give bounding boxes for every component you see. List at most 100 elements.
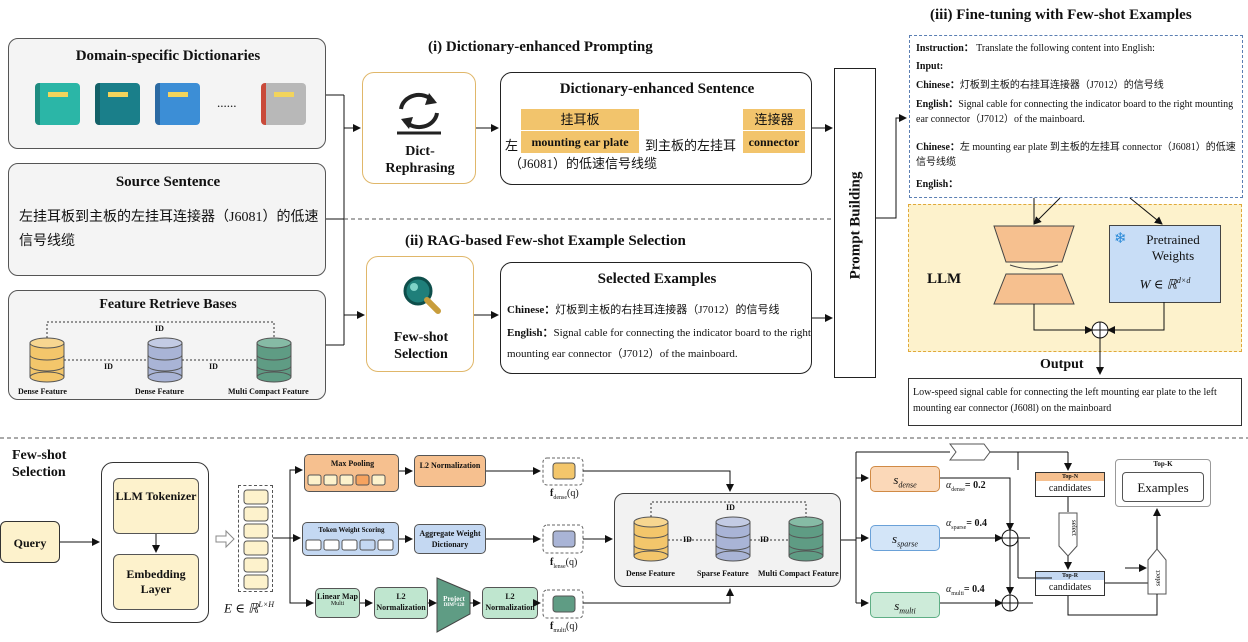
output-box: Low-speed signal cable for connecting th… [908,378,1242,426]
db-sparse-label: Sparse Feature [697,569,749,578]
linear-map-label: Linear Map [317,592,358,601]
bottom-title: Few-shot Selection [12,448,67,480]
q-cn-label: Chinese： [916,142,960,153]
section-iii-heading: (iii) Fine-tuning with Few-shot Examples [930,7,1192,23]
s-dense-s: s [893,472,899,487]
alpha-sparse-val: = 0.4 [966,518,987,529]
aggregate-label: Aggregate Weight Dictionary [419,529,481,549]
alpha-dense-a: α [946,480,952,491]
des-highlight-2-cn: 连接器 [743,109,805,130]
s-sparse-sub: sparse [897,539,918,549]
tokenizer-label: LLM Tokenizer [115,489,197,503]
alpha-sparse-sub: sparse [951,525,967,531]
s-dense-box: sdense [870,466,940,492]
s-multi-box: smulti [870,592,940,618]
max-pool-cells [307,474,386,486]
ex-en-label: English： [916,99,959,110]
l2-norm-multi-2-label: L2 Normalization [485,592,535,612]
instruction-box: Instruction： Translate the following con… [909,35,1243,198]
linear-map-sub: Multi [330,601,345,607]
f-sparse-sub: lense [553,564,566,570]
embedding-label: Embedding Layer [126,567,186,596]
tokenizer-box: LLM Tokenizer [113,478,199,534]
embedding-matrix [238,485,273,592]
db-dense-label: Dense Feature [626,569,675,578]
query-box: Query [0,521,60,563]
token-weight-label: Token Weight Scoring [318,526,385,534]
input-label: Input: [916,61,944,72]
f-dense-label: fdense(q) [550,488,579,501]
f-multi-f: f [550,621,554,632]
sel-cn-label: Chinese： [507,304,556,316]
l2-norm-multi-1: L2 Normalization [374,587,428,619]
few-shot-selection-label: Few-shot Selection [393,330,449,362]
snowflake-icon: ❄ [1114,231,1127,247]
sel-title: Selected Examples [597,271,717,287]
topk-header: Top-K [1153,460,1173,468]
w-formula-text: W ∈ ℝ [1139,276,1177,292]
q-en-label: English： [916,179,959,190]
s-sparse-box: ssparse [870,525,940,551]
book-icon [261,83,306,125]
dict-rephrasing-label: Dict-Rephrasing [385,144,455,176]
s-multi-s: s [894,598,900,613]
database-icon-dense-2 [147,337,183,383]
des-highlight-1-cn: 挂耳板 [521,109,639,130]
sel-en-label: English： [507,327,554,339]
magnifier-icon [403,276,441,314]
dictionary-enhanced-sentence-box: Dictionary-enhanced Sentence 挂耳板 mountin… [500,72,812,185]
w-formula: W ∈ ℝd×d [1110,276,1220,292]
sel-chinese: Chinese：灯板到主板的右挂耳连接器（J7012）的信号线 [507,301,812,317]
llm-label: LLM [927,271,962,287]
des-highlight-1-en: mounting ear plate [521,131,639,153]
project-sub: DIM=128 [443,603,465,608]
f-multi-label: fmulti(q) [550,621,578,634]
ellipsis: ...... [217,95,237,110]
topn-candidates: candidates [1048,483,1092,494]
alpha-multi-val: = 0.4 [963,584,985,595]
source-text: 左挂耳板到主板的左挂耳连接器（J6081）的低速信号线缆 [19,210,319,249]
s-sparse-s: s [892,531,898,546]
f-dense-sub: dense [553,495,568,501]
alpha-multi-a: α [946,584,952,595]
db-multi-label: Multi Compact Feature [758,569,839,578]
book-icon [95,83,140,125]
des-mid: 到主板的左挂耳 [645,138,737,153]
f-dense-q: (q) [567,488,579,499]
token-weight-cells [305,539,394,551]
section-i-heading: (i) Dictionary-enhanced Prompting [428,39,653,55]
dictionaries-panel: Domain-specific Dictionaries ...... [8,38,326,149]
f-multi-sub: multi [553,628,567,634]
e-formula: E ∈ ℝL×H [224,600,274,616]
alpha-sparse: αsparse= 0.4 [946,518,987,531]
f-sparse-f: f [550,557,554,568]
output-text: Low-speed signal cable for connecting th… [913,387,1217,414]
embedding-box: Embedding Layer [113,554,199,610]
f-multi-q: (q) [566,621,578,632]
ins-label: Instruction： [916,43,974,54]
feat-dense1-label: Dense Feature [18,387,67,396]
feat-dense2-label: Dense Feature [135,387,184,396]
database-icon-dense-bottom [633,516,669,562]
ex-cn: 灯板到主板的右挂耳连接器（J7012）的信号线 [959,80,1164,91]
ex-cn-label: Chinese： [916,80,960,91]
l2-norm-multi-2: L2 Normalization [482,587,538,619]
sel-en-text: Signal cable for connecting the indicato… [507,327,811,360]
des-highlight-2-en: connector [743,131,805,153]
alpha-multi: αmulti= 0.4 [946,584,985,597]
refresh-icon [397,92,441,135]
db-id-right: ID [760,535,769,544]
database-icon-dense-1 [29,337,65,383]
database-icon-sparse-bottom [715,516,751,562]
f-dense-f: f [550,488,554,499]
topk-examples: Examples [1122,472,1204,502]
des-left: 左 [505,138,519,153]
alpha-dense-sub: dense [951,487,965,493]
pretrained-weights-box: ❄ Pretrained Weights W ∈ ℝd×d [1109,225,1221,303]
book-icon [35,83,80,125]
ins-line: Instruction： Translate the following con… [916,41,1240,56]
dict-rephrasing-box: Dict-Rephrasing [362,72,476,184]
feature-bases-title: Feature Retrieve Bases [99,297,237,312]
